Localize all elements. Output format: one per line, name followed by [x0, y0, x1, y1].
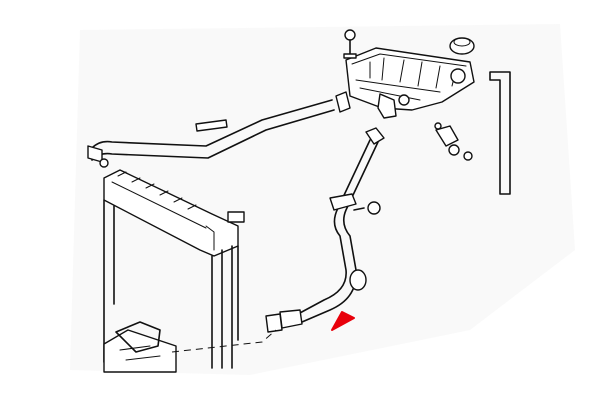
- connecting-hose: [195, 119, 228, 132]
- hose-clamp: [335, 91, 351, 113]
- radiator: [103, 169, 245, 373]
- rubber-grommet: [434, 122, 473, 161]
- expansion-tank: [345, 47, 475, 119]
- scan-background: [70, 24, 575, 375]
- alignment-line: [171, 329, 277, 353]
- coolant-pipe: [265, 127, 385, 333]
- bracket-with-bolt: [329, 193, 381, 215]
- bleed-screw: [343, 29, 357, 59]
- red-arrow-icon: [331, 311, 355, 331]
- overflow-hose: [87, 91, 351, 168]
- fan-shroud: [103, 321, 177, 373]
- level-sensor: [489, 71, 511, 195]
- tank-cap: [449, 37, 475, 55]
